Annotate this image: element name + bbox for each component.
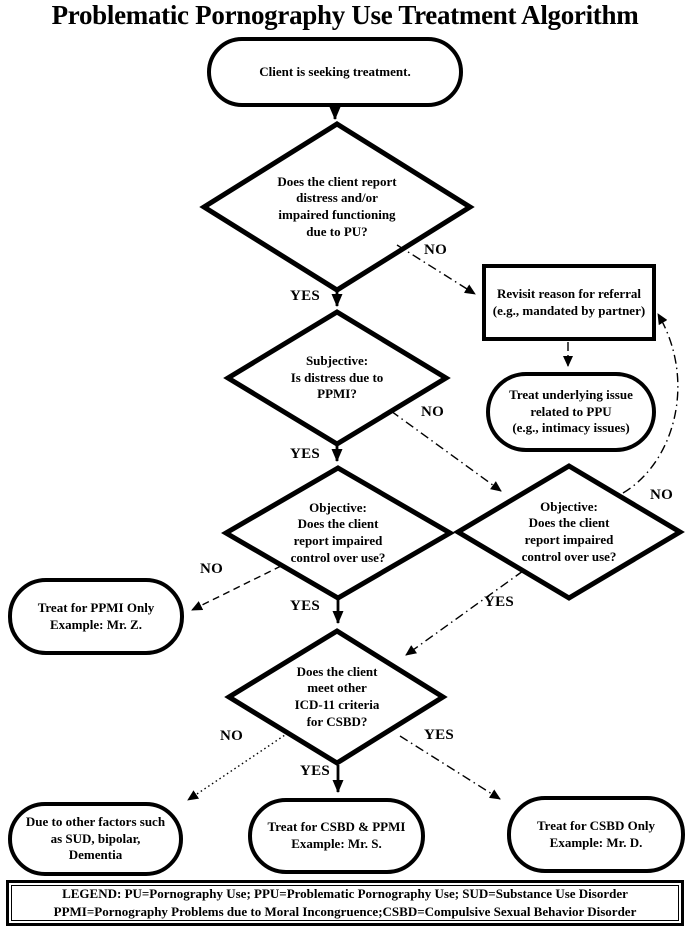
edge-q-csbd-yes-right-line <box>399 735 501 800</box>
node-q-subjective-shape <box>223 309 451 447</box>
node-revisit-referral-shape <box>482 264 656 341</box>
node-treat-csbd-ppmi-shape <box>248 798 425 874</box>
node-treat-ppmi-only-shape <box>8 578 184 655</box>
node-treat-csbd-only-shape <box>507 796 685 873</box>
edge-q-objective-right-yes-line <box>405 570 524 656</box>
edge-q-subjective-no-line <box>390 410 502 492</box>
edge-q-objective-right-no-curve <box>622 313 679 494</box>
node-other-factors-shape <box>8 802 183 876</box>
legend-box: LEGEND: PU=Pornography Use; PPU=Problema… <box>6 880 684 926</box>
node-q-csbd-shape <box>224 628 448 766</box>
edge-q-objective-left-no-line <box>191 565 282 611</box>
edge-q-distress-no-line <box>396 244 476 295</box>
node-treat-underlying-shape <box>486 372 656 452</box>
edge-q-csbd-no-line <box>187 732 289 801</box>
legend-line-1: LEGEND: PU=Pornography Use; PPU=Problema… <box>62 886 628 902</box>
legend-inner: LEGEND: PU=Pornography Use; PPU=Problema… <box>11 885 679 921</box>
legend-line-2: PPMI=Pornography Problems due to Moral I… <box>53 904 637 919</box>
page-title: Problematic Pornography Use Treatment Al… <box>51 0 639 30</box>
node-q-objective-right-shape <box>453 463 685 601</box>
node-q-objective-left-shape <box>221 465 455 601</box>
node-start-shape <box>207 37 463 107</box>
